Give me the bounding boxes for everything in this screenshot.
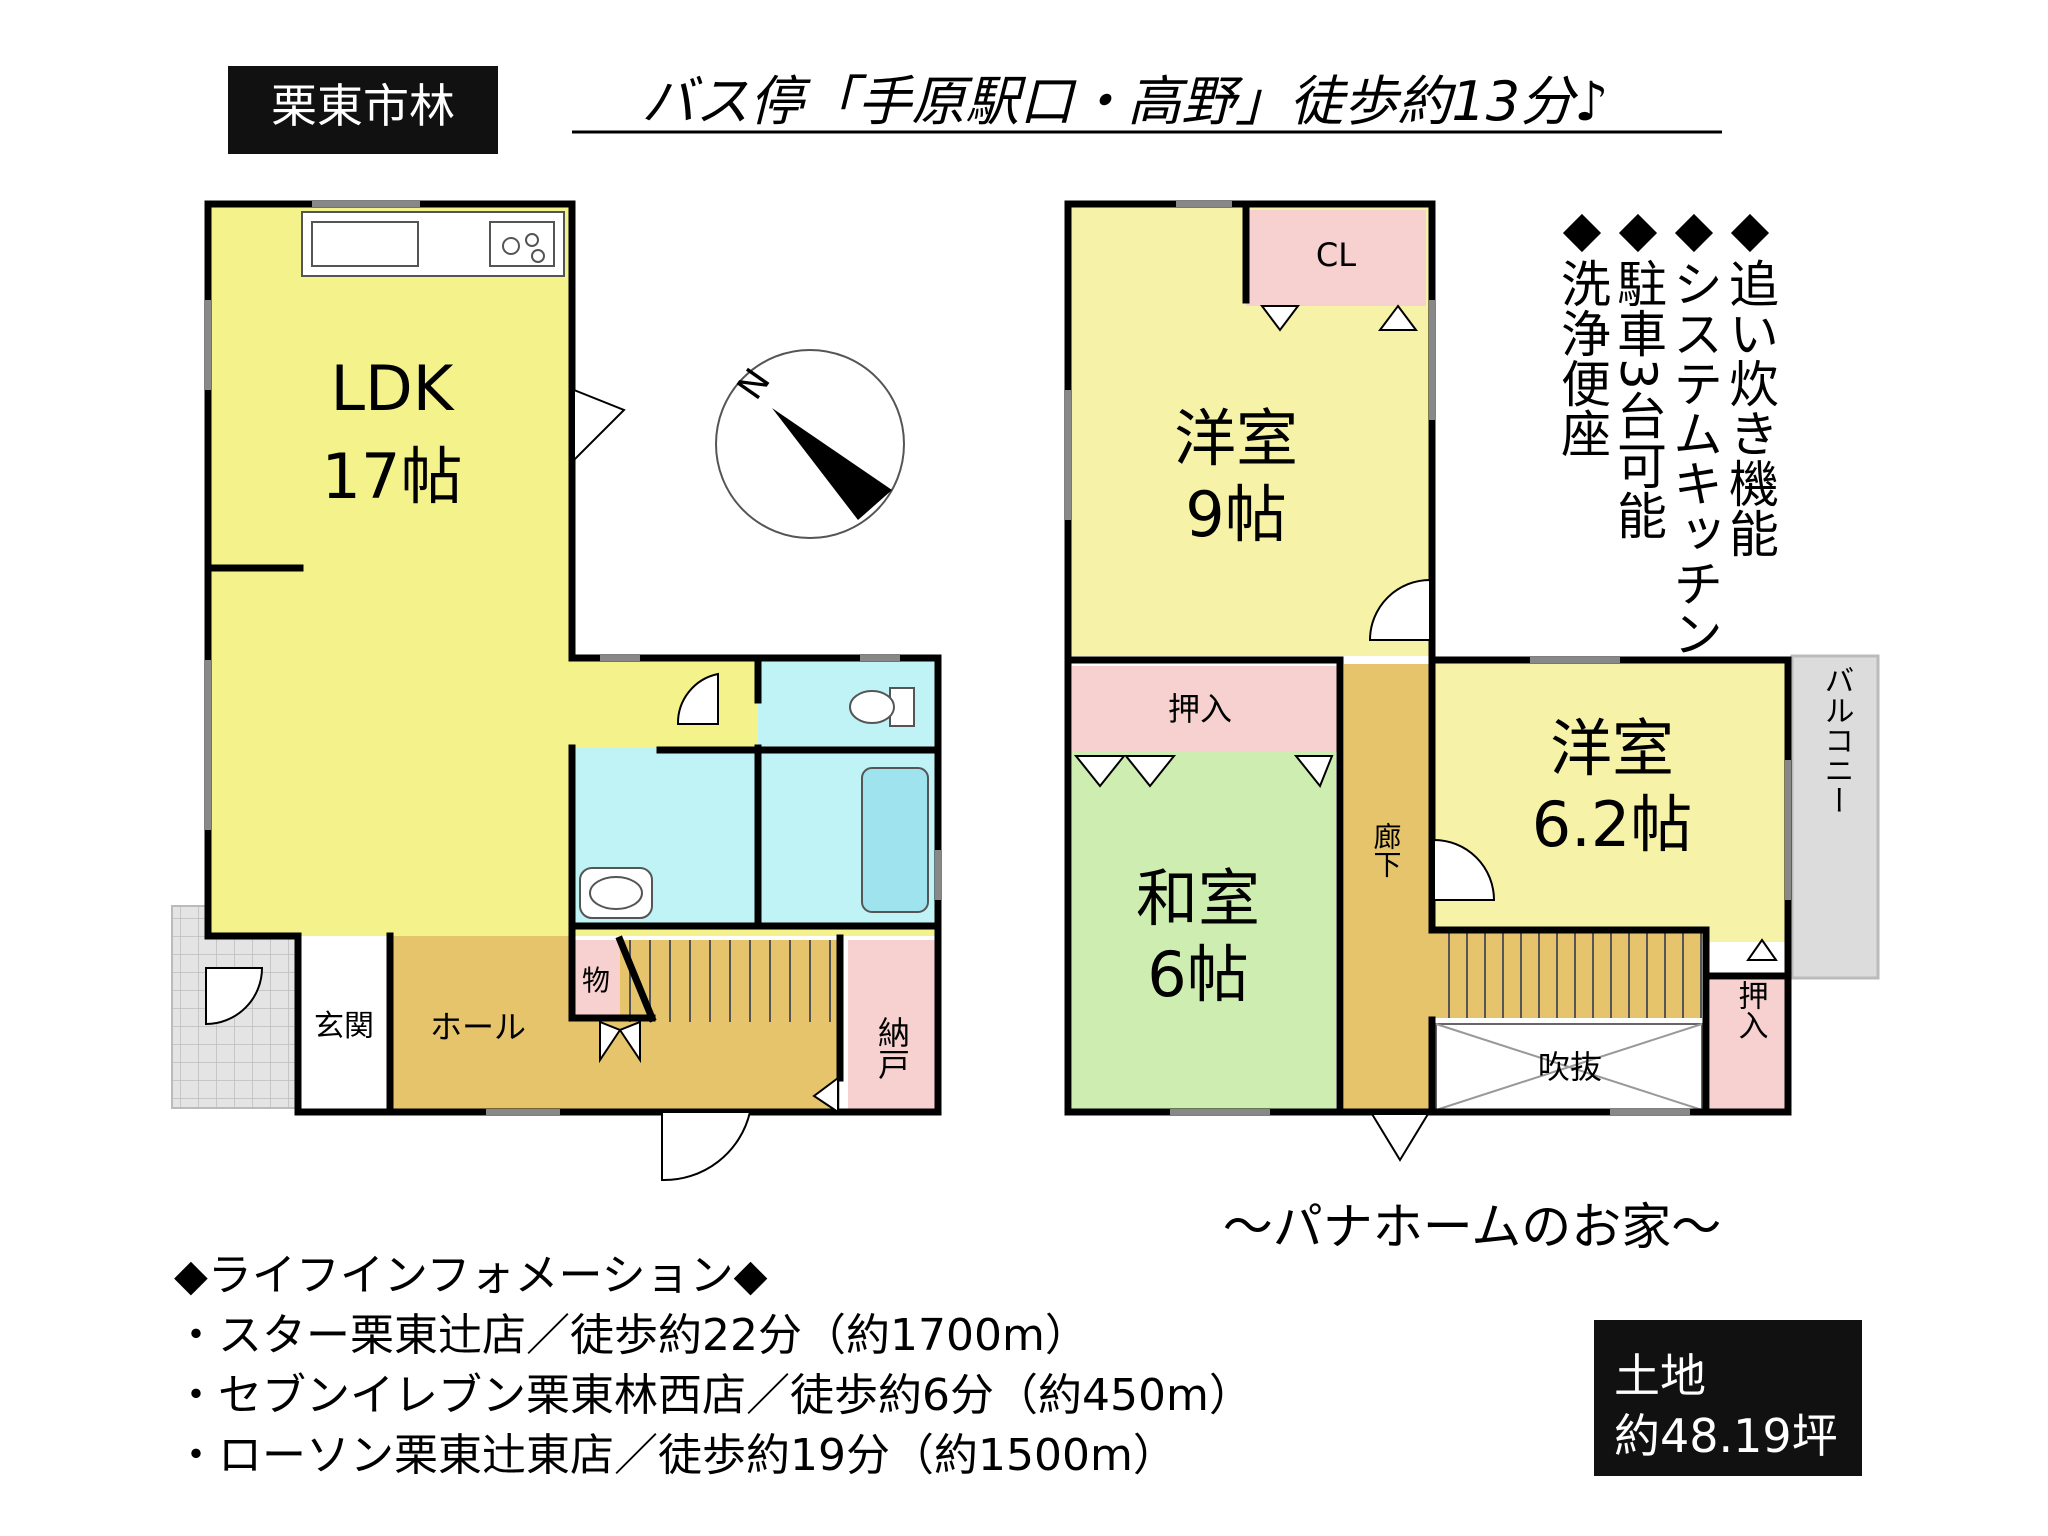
corridor [1344,664,1432,1112]
corridor-label: 廊下 [1370,822,1403,878]
western-9-size: 9帖 [1185,478,1286,551]
western-62-size: 6.2帖 [1532,788,1693,861]
land-label: 土地 [1614,1349,1706,1403]
land-area: 約48.19坪 [1614,1409,1838,1463]
genkan-room [298,938,390,1110]
location-badge [228,66,498,154]
hall-room [390,936,840,1110]
fukinuke-label: 吹抜 [1538,1048,1602,1086]
feature-item: ◆洗浄便座 [1553,200,1611,458]
bathtub-icon [861,767,929,913]
western-62-name: 洋室 [1550,712,1674,785]
cl-label: CL [1316,236,1356,274]
compass: N [715,349,905,539]
life-info-item: ・セブンイレブン栗東林西店／徒歩約6分（約450m） [174,1370,1253,1421]
sink-icon [311,221,419,267]
oshiire-2 [1710,980,1788,1110]
ldk-size: 17帖 [322,440,463,513]
feature-item: ◆駐車3台可能 [1609,200,1667,540]
life-info-item: ・ローソン栗東辻東店／徒歩約19分（約1500m） [174,1430,1177,1481]
storage-label: 物 [582,964,610,997]
land-badge [1594,1320,1862,1476]
oshiire-2-label: 押入 [1733,980,1768,1040]
nando-room [848,940,936,1110]
builder-note: ～パナホームのお家～ [1223,1198,1722,1256]
stairs-1f [620,940,840,1022]
japanese-name: 和室 [1136,862,1260,935]
nando-label: 納戸 [873,1016,911,1080]
stove-icon [489,221,555,267]
compass-arrow-icon [772,408,892,520]
second-floor: CL 洋室 9帖 押入 和室 6帖 廊下 洋室 6.2帖 バルコニー 押入 吹抜 [1064,200,1880,1162]
western-9-name: 洋室 [1174,402,1298,475]
ldk-name: LDK [331,352,455,425]
life-info: ◆ライフインフォメーション◆ ・スター栗東辻店／徒歩約22分（約1700m） ・… [174,1250,1253,1481]
access-heading: バス停「手原駅口・高野」徒歩約13分♪ [641,70,1608,133]
japanese-size: 6帖 [1147,938,1248,1011]
life-info-title: ◆ライフインフォメーション◆ [174,1250,768,1301]
japanese-room [1072,752,1336,1112]
genkan-label: 玄関 [314,1009,374,1044]
feature-item: ◆システムキッチン [1665,200,1723,658]
oshiire-1-label: 押入 [1168,690,1232,728]
location-label: 栗東市林 [271,79,455,133]
feature-item: ◆追い炊き機能 [1721,200,1779,558]
storage-room [572,940,620,1018]
closet-cl [1246,210,1426,306]
life-info-item: ・スター栗東辻店／徒歩約22分（約1700m） [174,1310,1089,1361]
oshiire-1 [1072,666,1338,752]
balcony-label: バルコニー [1819,665,1854,815]
feature-list: ◆追い炊き機能 ◆システムキッチン ◆駐車3台可能 ◆洗浄便座 [1553,200,1779,658]
balcony [1790,654,1880,980]
hall-label: ホール [430,1008,526,1046]
first-floor: LDK 17帖 玄関 ホール 物 納戸 [171,200,942,1182]
stairs-2f [1432,930,1702,1018]
